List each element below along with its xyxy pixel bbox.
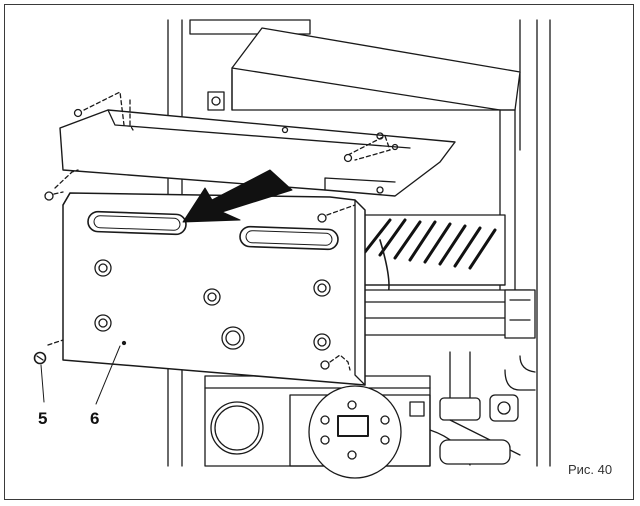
front-panel-6 xyxy=(44,169,366,386)
callout-label-panel: 6 xyxy=(90,409,100,428)
top-cover-plate xyxy=(59,91,456,197)
leader-lines xyxy=(40,345,121,405)
removal-arrow-icon xyxy=(182,169,293,223)
combustion-chamber xyxy=(207,27,521,301)
control-unit xyxy=(204,375,431,479)
screw-5 xyxy=(33,351,47,365)
pipes-and-valves xyxy=(429,351,536,466)
figure-caption: Рис. 40 xyxy=(568,462,613,477)
burner xyxy=(359,289,536,339)
callout-label-screw: 5 xyxy=(38,409,48,428)
heat-exchanger xyxy=(359,214,506,301)
